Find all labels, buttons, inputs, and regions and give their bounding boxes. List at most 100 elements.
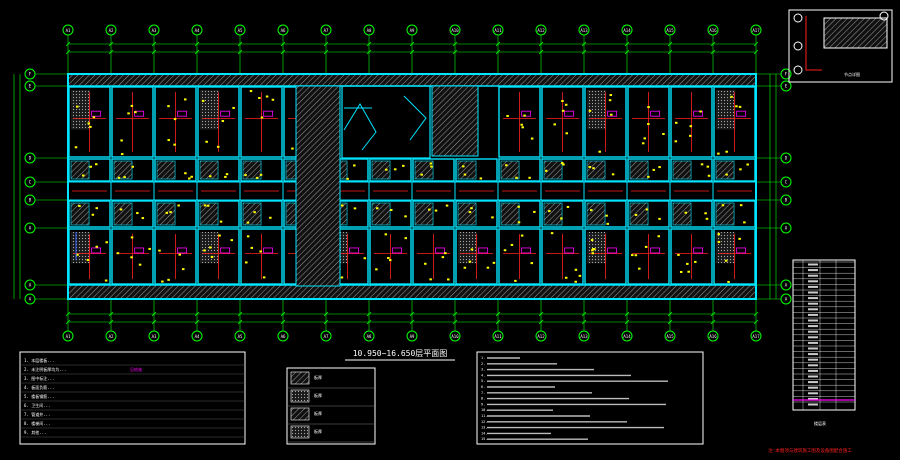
- slab-tag: [564, 247, 575, 254]
- rebar-label: [491, 216, 494, 219]
- rebar-label: [375, 207, 379, 210]
- room-cell: [541, 86, 584, 158]
- room-cell: [670, 228, 713, 285]
- bath-slab-hatch: [672, 160, 692, 180]
- room-cell: [369, 158, 412, 182]
- rebar-label: [184, 172, 187, 175]
- dimension-tick: [323, 41, 329, 47]
- rebar-label: [246, 221, 250, 224]
- room-cell: [498, 228, 541, 285]
- dimension-tick: [753, 319, 759, 325]
- note-right-line: 9.: [481, 402, 485, 406]
- rebar-label: [735, 105, 738, 108]
- rebar-label: [561, 109, 565, 112]
- grid-label-bottom: A17: [752, 334, 760, 339]
- slab-tag: [263, 110, 274, 117]
- rebar-label: [265, 95, 269, 98]
- dimension-tick: [280, 311, 286, 317]
- rebar-label: [95, 207, 99, 210]
- stair-landing: [341, 85, 431, 159]
- rebar-label: [167, 105, 170, 108]
- rebar-label: [95, 163, 98, 166]
- detail-hatch: [823, 17, 888, 49]
- grid-label-top: A8: [367, 28, 372, 33]
- legend-label: 板厚: [314, 392, 322, 398]
- room-cell: [713, 228, 756, 285]
- room-cell: [584, 200, 627, 228]
- row-label-right: A: [785, 226, 788, 231]
- room-cell: [670, 200, 713, 228]
- note-right-line: 1.: [481, 356, 485, 360]
- room-cell: [412, 200, 455, 228]
- note-right-line: 3.: [481, 368, 485, 372]
- rebar-label: [610, 113, 613, 116]
- dimension-tick: [280, 319, 286, 325]
- rebar-label: [161, 280, 164, 283]
- rebar-label: [173, 143, 176, 146]
- rebar-label: [521, 126, 524, 129]
- note-highlight: 见结施: [130, 366, 142, 372]
- rebar-label: [514, 279, 517, 282]
- rebar-label: [641, 142, 645, 145]
- grid-label-top: A3: [152, 28, 157, 33]
- stair-flight-b: [403, 95, 427, 141]
- rebar-label: [463, 266, 467, 269]
- room-cell: [240, 86, 283, 158]
- grid-label-bottom: A8: [367, 334, 372, 339]
- bath-slab-hatch: [242, 202, 262, 226]
- room-cell: [670, 158, 713, 182]
- rebar-label: [388, 259, 392, 262]
- rebar-label: [420, 173, 423, 176]
- dimension-tick: [151, 319, 157, 325]
- bath-slab-hatch: [414, 202, 434, 226]
- note-right-line: 4.: [481, 373, 485, 377]
- dimension-tick: [409, 311, 415, 317]
- room-cell: [68, 228, 111, 285]
- bath-slab-hatch: [715, 160, 735, 180]
- rebar-label: [565, 132, 569, 135]
- rebar-label: [447, 278, 450, 281]
- slab-tag: [693, 247, 704, 254]
- dimension-tick: [667, 319, 673, 325]
- dimension-tick: [753, 311, 759, 317]
- rebar-label: [445, 204, 449, 207]
- rebar-label: [644, 245, 648, 248]
- notes-left-box: 1. 本层楼板...2. 未注明板厚均为...3. 图中标注...4. 板面负筋…: [19, 351, 246, 445]
- grid-label-bottom: A13: [580, 334, 588, 339]
- row-label-left: A: [29, 226, 32, 231]
- rebar-label: [389, 209, 393, 212]
- dimension-tick: [323, 49, 329, 55]
- rebar-label: [647, 123, 650, 126]
- rebar-label: [404, 237, 408, 240]
- schedule-cell: [808, 358, 818, 361]
- legend-swatch: [290, 407, 310, 421]
- row-label-right: A: [785, 297, 788, 302]
- footer-note: 注:本图须与建筑施工图及设备图配合施工: [768, 447, 852, 454]
- rebar-label: [250, 246, 254, 249]
- note-right-line: 12.: [481, 420, 488, 424]
- notes-right-frame: [476, 351, 704, 445]
- dimension-tick: [667, 49, 673, 55]
- dimension-tick: [452, 311, 458, 317]
- schedule-caption: 楼层表: [814, 420, 826, 426]
- schedule-frame: [792, 259, 856, 411]
- rebar-label: [700, 163, 704, 166]
- note-line: 6. 卫生间...: [24, 402, 50, 408]
- bath-slab-hatch: [543, 160, 563, 180]
- row-label-left: A: [29, 283, 32, 288]
- rebar-label: [463, 173, 467, 176]
- dimension-tick: [237, 49, 243, 55]
- rebar-label: [340, 276, 344, 279]
- room-cell: [670, 86, 713, 158]
- rebar-label: [178, 253, 182, 256]
- rebar-label: [470, 207, 473, 210]
- rebar-label: [209, 246, 212, 249]
- note-right-line: 11.: [481, 414, 488, 418]
- schedule-cell: [808, 347, 818, 350]
- row-label-left: F: [29, 72, 32, 77]
- rebar-label: [165, 211, 169, 214]
- rebar-label: [545, 169, 548, 172]
- dimension-tick: [452, 319, 458, 325]
